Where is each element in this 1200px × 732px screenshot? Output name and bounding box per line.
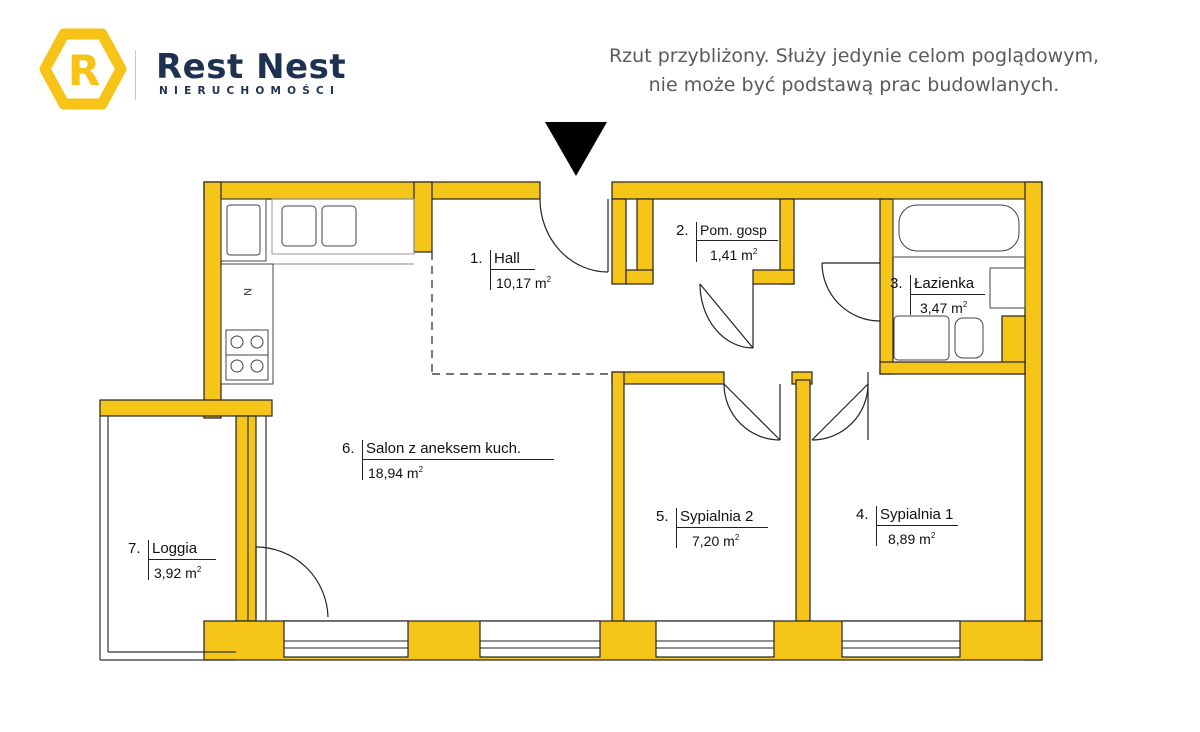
room-area: 7,20 m2	[692, 533, 740, 549]
brand-logo: R Rest Nest NIERUCHOMOŚCI	[28, 28, 408, 118]
disclaimer: Rzut przybliżony. Służy jedynie celom po…	[554, 42, 1154, 100]
label-divider	[490, 250, 491, 290]
room-number: 5.	[656, 508, 669, 525]
room-label-hall: 1. Hall 10,17 m2	[468, 250, 588, 294]
room-name: Salon z aneksem kuch.	[366, 440, 522, 457]
disclaimer-line-1: Rzut przybliżony. Służy jedynie celom po…	[608, 45, 1100, 67]
doors	[255, 198, 881, 618]
bathroom-fixtures	[892, 198, 1026, 361]
room-label-sypialnia-2: 5. Sypialnia 2 7,20 m2	[656, 508, 776, 552]
room-label-sypialnia-1: 4. Sypialnia 1 8,89 m2	[856, 506, 976, 550]
room-label-salon: 6. Salon z aneksem kuch. 18,94 m2	[342, 440, 562, 484]
entrance-arrow-icon	[545, 122, 607, 176]
hall-boundary	[431, 252, 612, 375]
stove-mark: N	[241, 288, 253, 296]
label-underline	[362, 459, 554, 460]
brand-name: Rest Nest	[156, 47, 347, 87]
room-number: 2.	[676, 222, 689, 239]
label-underline	[676, 527, 768, 528]
room-name: Hall	[494, 250, 520, 267]
disclaimer-line-2: nie może być podstawą prac budowlanych.	[648, 74, 1060, 96]
brand-tagline: NIERUCHOMOŚCI	[159, 85, 341, 97]
room-label-lazienka: 3. Łazienka 3,47 m2	[890, 275, 1000, 319]
room-name: Sypialnia 2	[680, 508, 754, 525]
room-name: Łazienka	[914, 275, 975, 292]
room-number: 3.	[890, 275, 903, 292]
label-underline	[696, 240, 778, 241]
label-divider	[148, 540, 149, 580]
label-divider	[876, 506, 877, 546]
room-name: Sypialnia 1	[880, 506, 954, 523]
room-number: 4.	[856, 506, 869, 523]
label-underline	[876, 525, 958, 526]
room-number: 6.	[342, 440, 355, 457]
label-divider	[910, 275, 911, 315]
room-name: Loggia	[152, 540, 198, 557]
room-area: 3,92 m2	[154, 565, 202, 581]
loggia-outline	[99, 416, 267, 661]
room-number: 1.	[470, 250, 483, 267]
label-divider	[362, 440, 363, 480]
brand-separator	[135, 50, 136, 100]
label-underline	[490, 269, 535, 270]
room-area: 8,89 m2	[888, 531, 936, 547]
label-divider	[676, 508, 677, 548]
room-area: 3,47 m2	[920, 300, 968, 316]
label-underline	[148, 559, 216, 560]
windows	[283, 620, 961, 658]
svg-text:R: R	[68, 46, 100, 95]
room-number: 7.	[128, 540, 141, 557]
room-label-loggia: 7. Loggia 3,92 m2	[128, 540, 238, 584]
label-divider	[696, 222, 697, 262]
room-area: 10,17 m2	[496, 275, 552, 291]
room-name: Pom. gosp	[700, 222, 767, 238]
label-underline	[910, 294, 985, 295]
room-label-pom-gosp: 2. Pom. gosp 1,41 m2	[676, 220, 786, 264]
room-area: 1,41 m2	[710, 247, 758, 263]
rest-nest-logo-icon: R	[39, 28, 127, 110]
room-area: 18,94 m2	[368, 465, 424, 481]
kitchen-fixtures	[220, 198, 415, 385]
